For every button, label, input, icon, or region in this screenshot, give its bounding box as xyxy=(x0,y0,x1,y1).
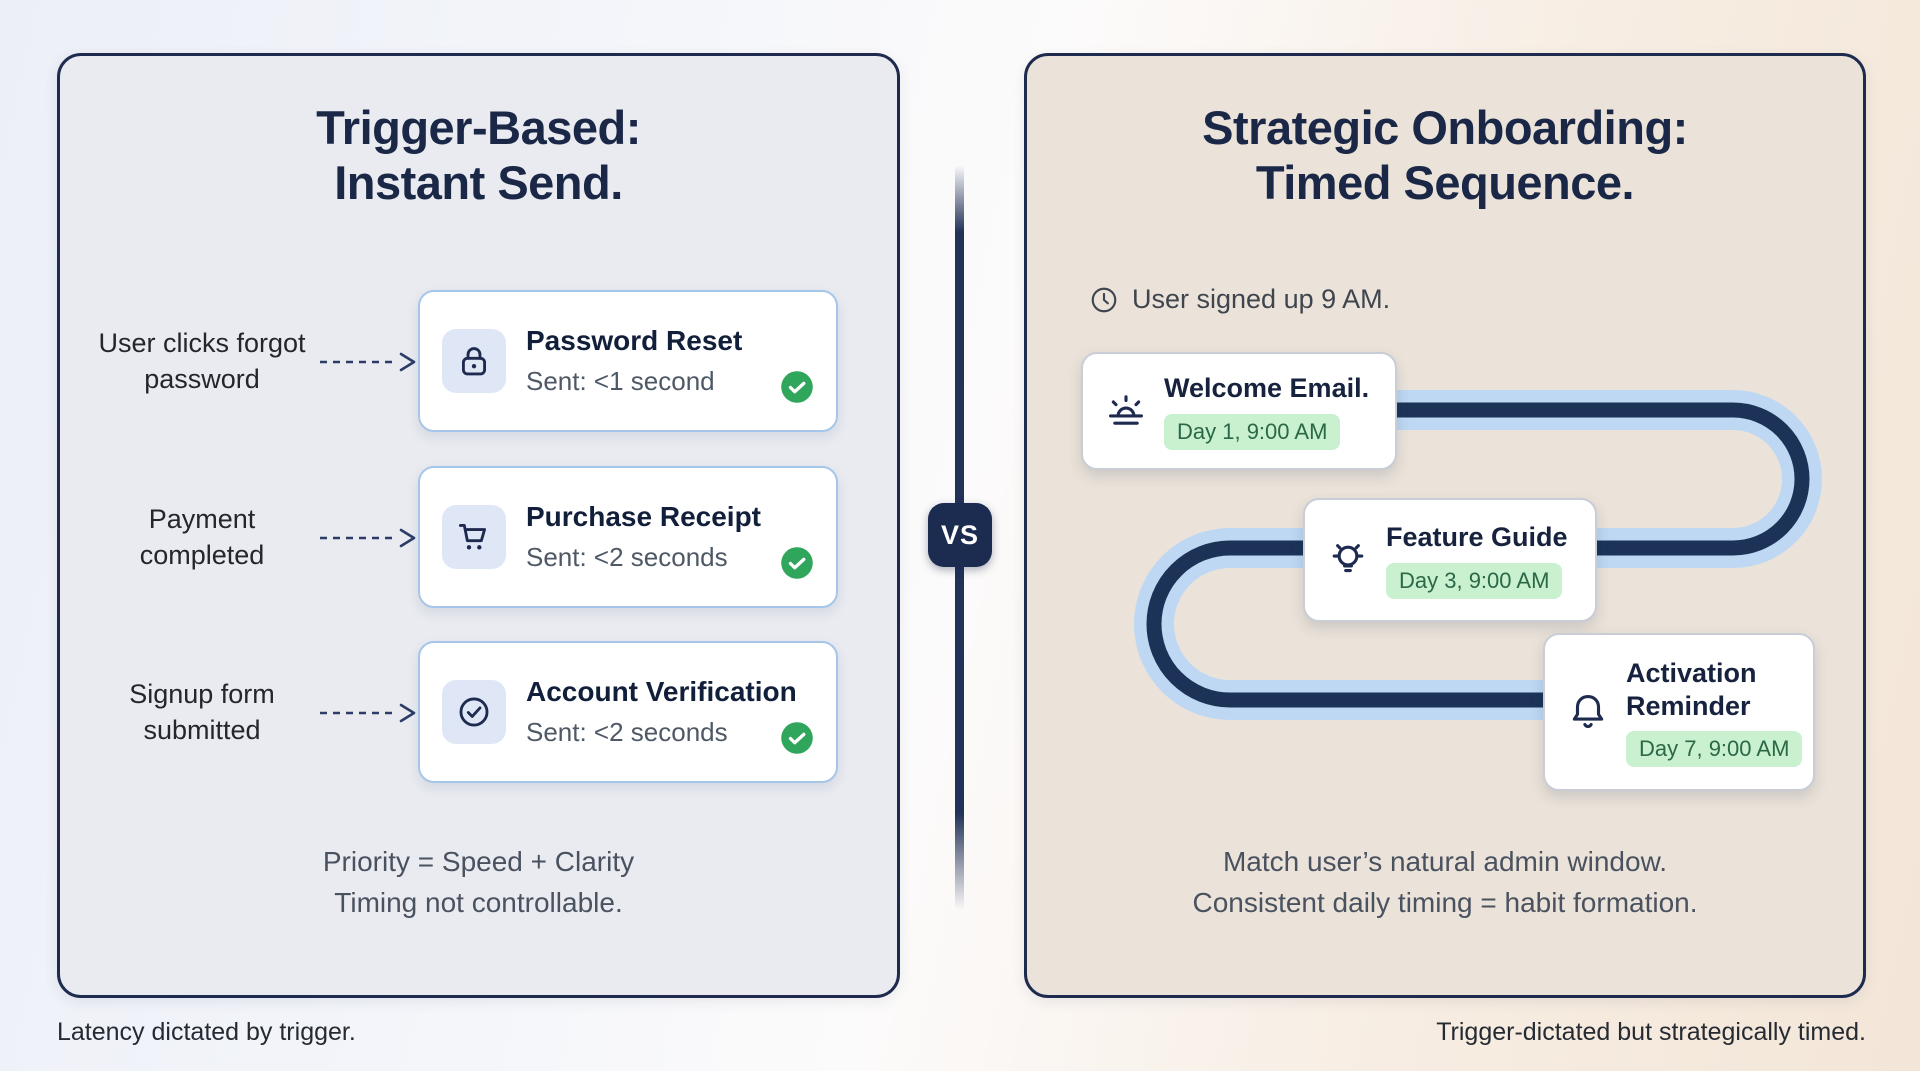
left-panel-title: Trigger-Based: Instant Send. xyxy=(60,100,897,211)
card-text: Account Verification Sent: <2 seconds xyxy=(526,676,797,748)
icon-tile xyxy=(442,505,506,569)
cart-icon xyxy=(459,524,487,550)
icon-wrap xyxy=(1325,537,1371,583)
left-caption: Latency dictated by trigger. xyxy=(57,1018,356,1046)
trigger-label: Signup form submitted xyxy=(129,678,275,745)
sunrise-icon xyxy=(1108,395,1144,425)
left-note-line2: Timing not controllable. xyxy=(334,886,623,918)
right-panel-note: Match user’s natural admin window. Consi… xyxy=(1027,842,1863,923)
dashed-arrow-icon xyxy=(318,699,418,725)
card-text: Password Reset Sent: <1 second xyxy=(526,325,742,397)
card-title: Activation Reminder xyxy=(1626,657,1757,721)
right-title-line2: Timed Sequence. xyxy=(1255,156,1635,210)
left-note-line1: Priority = Speed + Clarity xyxy=(322,846,635,877)
green-check-icon xyxy=(781,722,813,754)
card-title: Password Reset xyxy=(526,325,743,356)
left-title-line2: Instant Send. xyxy=(334,156,623,210)
right-title-line1: Strategic Onboarding: xyxy=(1202,101,1688,154)
strategic-onboarding-panel: Strategic Onboarding: Timed Sequence. Us… xyxy=(1024,53,1866,998)
card-sent-time: Sent: <1 second xyxy=(526,366,715,396)
schedule-badge: Day 3, 9:00 AM xyxy=(1386,562,1563,599)
card-title: Feature Guide xyxy=(1386,522,1568,553)
dashed-arrow-icon xyxy=(318,524,418,550)
right-caption: Trigger-dictated but strategically timed… xyxy=(1436,1018,1866,1046)
email-card-purchase-receipt: Purchase Receipt Sent: <2 seconds xyxy=(418,466,838,608)
icon-wrap xyxy=(1565,689,1611,735)
clock-icon xyxy=(1091,287,1117,312)
left-title-line1: Trigger-Based: xyxy=(316,101,641,154)
icon-wrap xyxy=(1103,388,1149,434)
schedule-badge: Day 1, 9:00 AM xyxy=(1164,413,1341,450)
signup-note: User signed up 9 AM. xyxy=(1132,284,1391,314)
onboarding-card-activation-reminder: Activation Reminder Day 7, 9:00 AM xyxy=(1543,633,1815,791)
trigger-label: User clicks forgot password xyxy=(98,327,306,394)
trigger-label: Payment completed xyxy=(139,503,265,570)
trigger-row-password-reset: User clicks forgot password Password Res… xyxy=(86,290,838,432)
trigger-row-purchase-receipt: Payment completed Purchase Receipt xyxy=(86,466,838,608)
card-title: Welcome Email. xyxy=(1164,373,1370,404)
onboarding-card-feature-guide: Feature Guide Day 3, 9:00 AM xyxy=(1303,498,1597,622)
trigger-row-account-verification: Signup form submitted Account Verificati… xyxy=(86,641,838,783)
dashed-arrow-icon xyxy=(318,348,418,374)
card-title: Account Verification xyxy=(526,676,797,707)
green-check-icon xyxy=(781,371,813,403)
vs-badge: VS xyxy=(928,503,992,567)
left-panel-note: Priority = Speed + Clarity Timing not co… xyxy=(60,842,897,923)
card-body: Welcome Email. Day 1, 9:00 AM xyxy=(1164,372,1369,450)
email-card-password-reset: Password Reset Sent: <1 second xyxy=(418,290,838,432)
check-circle-icon xyxy=(459,697,489,727)
bell-icon xyxy=(1572,694,1604,728)
onboarding-card-welcome-email: Welcome Email. Day 1, 9:00 AM xyxy=(1081,352,1397,470)
card-body: Feature Guide Day 3, 9:00 AM xyxy=(1386,521,1568,599)
schedule-badge: Day 7, 9:00 AM xyxy=(1626,731,1803,768)
email-card-account-verification: Account Verification Sent: <2 seconds xyxy=(418,641,838,783)
card-title: Purchase Receipt xyxy=(526,501,761,532)
lightbulb-icon xyxy=(1332,544,1364,573)
trigger-based-panel: Trigger-Based: Instant Send. User clicks… xyxy=(57,53,900,998)
icon-tile xyxy=(442,680,506,744)
right-note-line1: Match user’s natural admin window. xyxy=(1222,846,1668,877)
card-body: Activation Reminder Day 7, 9:00 AM xyxy=(1626,657,1803,768)
signup-time-row: User signed up 9 AM. xyxy=(1089,284,1390,315)
card-sent-time: Sent: <2 seconds xyxy=(526,542,728,572)
green-check-icon xyxy=(781,547,813,579)
card-text: Purchase Receipt Sent: <2 seconds xyxy=(526,501,761,573)
vs-label: VS xyxy=(940,519,980,550)
right-panel-title: Strategic Onboarding: Timed Sequence. xyxy=(1027,100,1863,211)
lock-icon xyxy=(461,347,487,376)
card-sent-time: Sent: <2 seconds xyxy=(526,717,728,747)
icon-tile xyxy=(442,329,506,393)
right-note-line2: Consistent daily timing = habit formatio… xyxy=(1192,886,1698,918)
